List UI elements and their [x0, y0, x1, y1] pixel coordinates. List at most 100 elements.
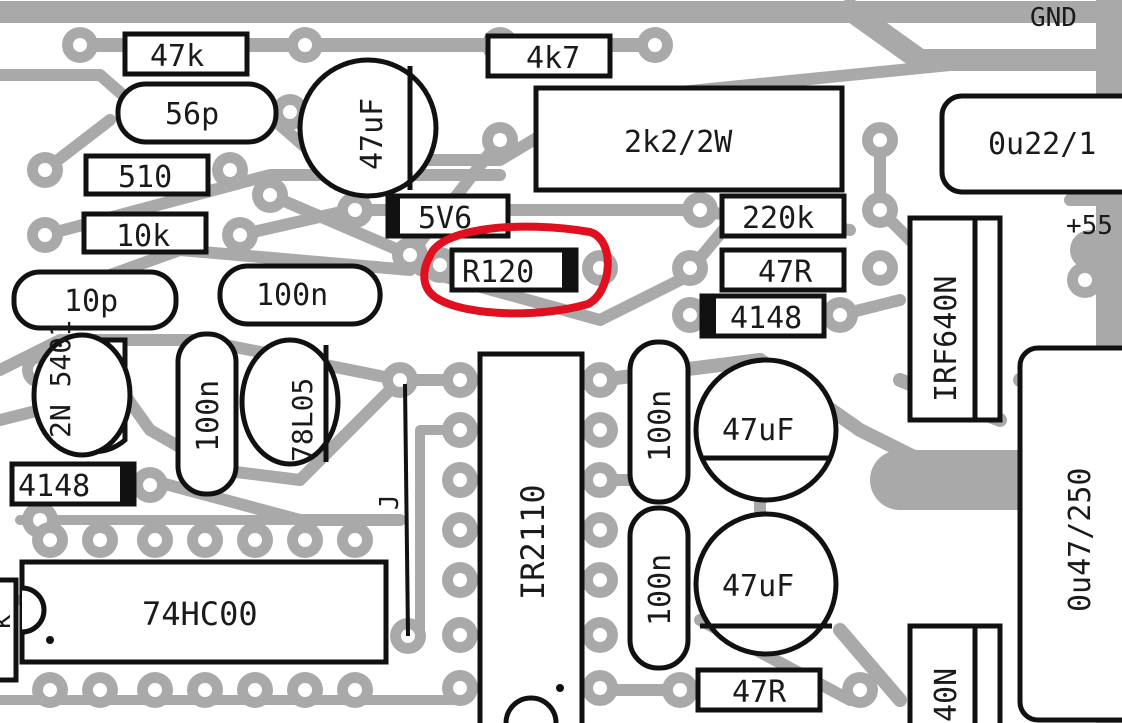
resistor-510-label: 510: [118, 160, 172, 195]
ic-ir2110-label: IR2110: [514, 484, 552, 600]
capacitor-10p: 10p: [11, 269, 179, 331]
mosfet-irf640n-top-label: IRF640N: [929, 276, 964, 402]
regulator-78l05-label: 78L05: [286, 378, 319, 462]
pad-hole: [198, 533, 212, 547]
transistor-2n5401: 2N 5401: [31, 320, 133, 458]
pad-hole: [348, 683, 362, 697]
pad-hole: [298, 533, 312, 547]
pad-hole: [453, 573, 467, 587]
mosfet-irf640n-bot-label: 40N: [929, 668, 964, 722]
pad-hole: [593, 373, 607, 387]
pad-hole: [833, 308, 847, 322]
pad-hole: [223, 163, 237, 177]
pad-hole: [148, 533, 162, 547]
resistor-4k7-label: 4k7: [526, 41, 580, 76]
pad-hole: [248, 533, 262, 547]
ic-ir2110: IR2110: [477, 351, 585, 723]
pad-hole: [298, 683, 312, 697]
mosfet-irf640n-bot: 40N: [907, 623, 1003, 723]
capacitor-100n-vert-right-bot: 100n: [627, 505, 691, 671]
capacitor-47uf-mid-label: 47uF: [722, 413, 794, 448]
pad-hole: [38, 163, 52, 177]
pad-hole: [298, 38, 312, 52]
jumper-j: J: [375, 383, 410, 637]
pad-hole: [453, 423, 467, 437]
capacitor-56p-label: 56p: [165, 97, 219, 132]
highlight-circle-annotation: [420, 222, 612, 318]
pad-hole: [593, 473, 607, 487]
resistor-220k-label: 220k: [742, 201, 814, 236]
pad-hole: [233, 228, 247, 242]
pad-hole: [593, 573, 607, 587]
capacitor-100n-vert-right-bot-label: 100n: [643, 554, 678, 626]
pad-hole: [393, 373, 407, 387]
resistor-47r-bot: 47R: [695, 667, 823, 713]
capacitor-0u47-250: 0u47/250: [1017, 345, 1122, 723]
pad-hole: [493, 133, 507, 147]
pad-hole: [93, 683, 107, 697]
capacitor-56p: 56p: [115, 81, 279, 145]
pad-hole: [593, 523, 607, 537]
pad-hole: [198, 683, 212, 697]
capacitor-100n-vert-right-top-label: 100n: [643, 390, 678, 462]
capacitor-10p-label: 10p: [64, 284, 118, 319]
resistor-r120: R120: [449, 247, 579, 293]
pad-hole: [38, 228, 52, 242]
resistor-10k: 10k: [81, 211, 209, 255]
capacitor-100n-vert-left: 100n: [175, 331, 239, 497]
resistor-220k: 220k: [719, 193, 847, 239]
capacitor-47uf-mid: 47uF: [693, 357, 839, 503]
resistor-47r-top-label: 47R: [758, 255, 813, 290]
capacitor-0u22: 0u22/1: [939, 93, 1122, 195]
capacitor-0u47-250-label: 0u47/250: [1063, 468, 1098, 613]
capacitor-47uf-top: 47uF: [297, 57, 439, 199]
plus55-label: +55: [1066, 211, 1113, 241]
pad-hole: [348, 203, 362, 217]
pad-hole: [43, 683, 57, 697]
pad-hole: [873, 261, 887, 275]
capacitor-47uf-bot-label: 47uF: [722, 569, 794, 604]
pad-hole: [453, 628, 467, 642]
pad-hole: [143, 478, 157, 492]
resistor-510: 510: [83, 153, 211, 197]
resistor-2k2-2w-label: 2k2/2W: [624, 125, 733, 160]
ic-74hc00-label: 74HC00: [142, 595, 258, 633]
pad-hole: [1078, 273, 1092, 287]
pad-hole: [453, 473, 467, 487]
pad-hole: [593, 628, 607, 642]
pad-hole: [348, 533, 362, 547]
resistor-47r-bot-label: 47R: [732, 675, 787, 710]
ic-74hc00: 74HC00: [19, 559, 389, 665]
jumper-j-label: J: [375, 494, 405, 510]
resistor-2k2-2w: 2k2/2W: [533, 85, 845, 193]
diode-4148-left: 4148: [9, 461, 137, 507]
pad-hole: [263, 188, 277, 202]
resistor-10k-label: 10k: [116, 219, 170, 254]
resistor-4k7: 4k7: [485, 33, 613, 79]
capacitor-100n-vert-left-label: 100n: [191, 380, 226, 452]
capacitor-100n-vert-right-top: 100n: [627, 339, 691, 505]
capacitor-0u22-label: 0u22/1: [988, 127, 1096, 162]
pad-hole: [648, 38, 662, 52]
pad-hole: [453, 373, 467, 387]
pad-hole: [453, 681, 467, 695]
mosfet-irf640n-top: IRF640N: [907, 215, 1003, 423]
capacitor-47uf-bot: 47uF: [693, 511, 839, 657]
pad-hole: [683, 308, 697, 322]
resistor-47r-top: 47R: [719, 247, 847, 293]
resistor-47k: 47k: [122, 31, 250, 77]
pad-hole: [433, 258, 447, 272]
pad-hole: [683, 261, 697, 275]
capacitor-47uf-top-label: 47uF: [355, 98, 390, 170]
resistor-r120-label: R120: [462, 255, 534, 290]
pad-hole: [673, 683, 687, 697]
gnd-label: GND: [1030, 3, 1077, 33]
pad-hole: [283, 105, 297, 119]
pad-hole: [873, 203, 887, 217]
pad-hole: [593, 423, 607, 437]
resistor-47k-label: 47k: [150, 39, 204, 74]
pad-hole: [593, 681, 607, 695]
diode-4148-left-label: 4148: [18, 469, 90, 504]
pad-hole: [693, 203, 707, 217]
